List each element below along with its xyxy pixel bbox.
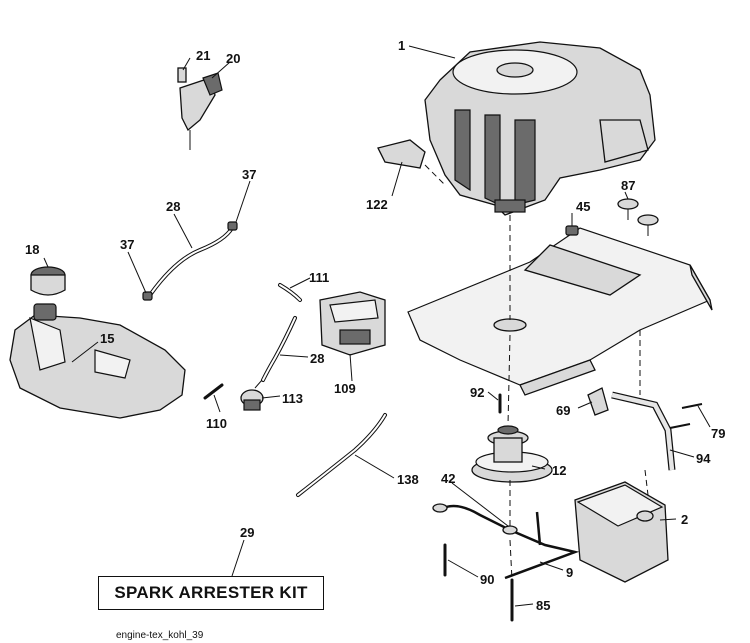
callout-79: 79 [711,426,725,441]
leader-lines [43,45,711,607]
callout-28b: 28 [310,351,324,366]
fuel-tank [9,303,186,419]
hose-138 [296,413,387,497]
callout-85: 85 [536,598,550,613]
align-line-7 [644,469,649,496]
callout-42: 42 [441,471,455,486]
engine [424,41,656,216]
callout-92: 92 [470,385,484,400]
callout-110: 110 [206,416,227,431]
mounting-plate [407,227,713,396]
fuel-filter [240,379,264,411]
callout-28a: 28 [166,199,180,214]
callout-29: 29 [240,525,254,540]
callout-111: 111 [309,270,329,285]
gasket-69 [587,387,609,416]
align-line-2 [507,334,511,426]
fuel-line-111 [278,283,302,302]
fuel-line-upper [148,226,234,297]
callout-87: 87 [621,178,635,193]
callout-109: 109 [334,381,356,396]
callout-21: 21 [196,48,210,63]
callout-90: 90 [480,572,494,587]
spark-arrester-kit-label: SPARK ARRESTER KIT [114,583,308,602]
muffler [574,481,669,583]
callout-94: 94 [696,451,711,466]
callout-12: 12 [552,463,566,478]
diagram-code: engine-tex_kohl_39 [116,630,204,641]
fuel-cap [30,266,66,296]
handle-122 [377,139,426,169]
align-line-4 [509,539,513,581]
nut-45 [565,225,579,236]
knob-87 [617,198,659,236]
callout-18: 18 [25,242,39,257]
callout-37a: 37 [242,167,256,182]
callout-2: 2 [681,512,688,527]
fuel-pump [319,291,386,356]
exhaust-pipe [611,391,676,471]
throttle-control [177,67,223,150]
callout-138: 138 [397,472,419,487]
callout-20: 20 [226,51,240,66]
pulley [471,425,553,483]
callout-45: 45 [576,199,590,214]
callout-37b: 37 [120,237,134,252]
callout-113: 113 [282,391,303,406]
bracket [432,503,580,580]
callout-9: 9 [566,565,573,580]
clamp-upper [227,221,238,231]
callout-122: 122 [366,197,388,212]
align-line-5 [424,164,446,186]
callout-1: 1 [398,38,405,53]
bolts-79 [669,403,703,429]
connector-pin [203,383,224,400]
callout-69: 69 [556,403,570,418]
spark-arrester-kit-box: SPARK ARRESTER KIT [98,576,324,610]
fuel-line-lower [261,316,297,382]
clamp-lower [142,291,153,301]
callout-15: 15 [100,331,114,346]
